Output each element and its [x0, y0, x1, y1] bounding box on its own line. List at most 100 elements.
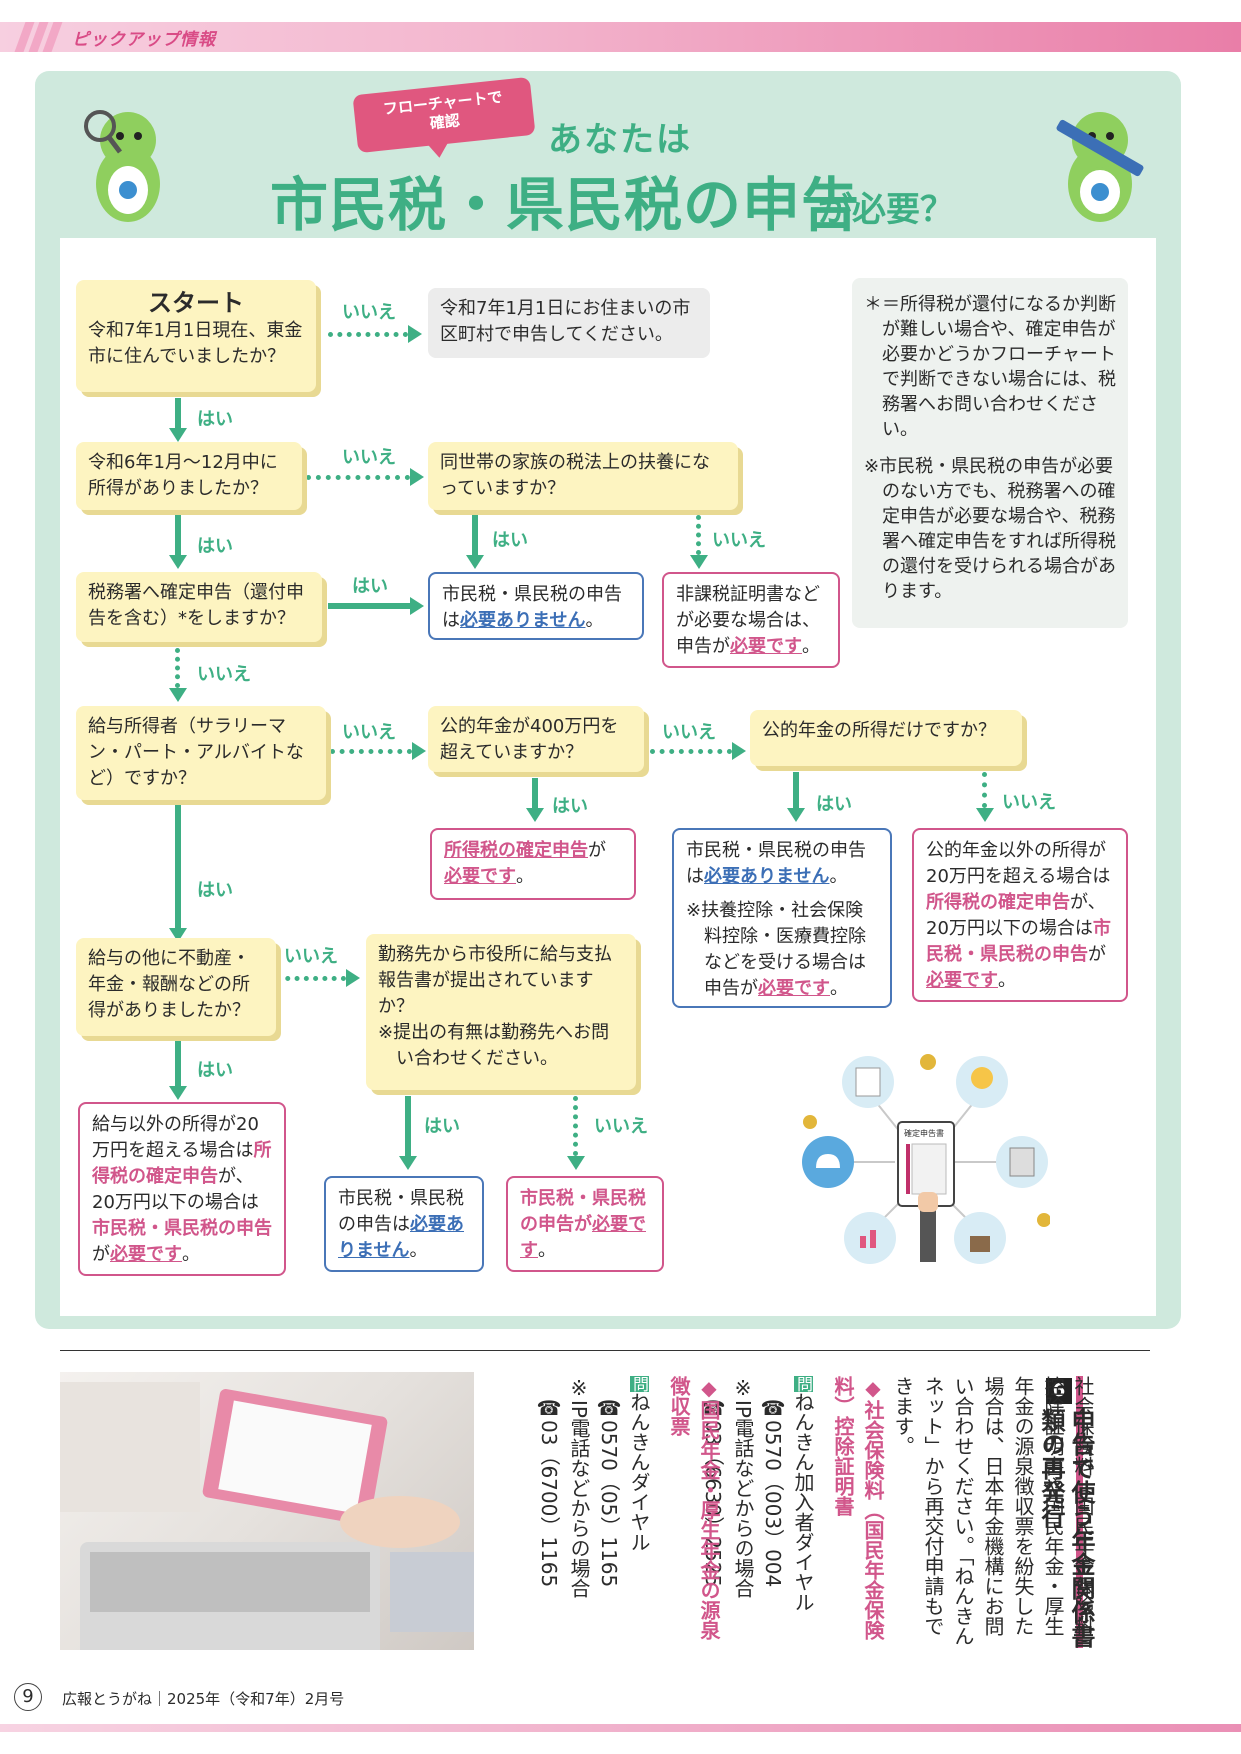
- period: 。: [538, 1240, 556, 1261]
- contact-name: ねんきんダイヤル: [627, 1392, 651, 1552]
- no-label: いいえ: [342, 443, 396, 469]
- needed-text: 必要です: [110, 1244, 182, 1265]
- yes-label: はい: [197, 405, 233, 431]
- ga: が: [588, 840, 606, 861]
- note-refund: ＊＝所得税が還付になるか判断が難しい場合や、確定申告が必要かどうかフローチャート…: [864, 292, 1116, 442]
- section-divider: [60, 1350, 1150, 1351]
- yes-label: はい: [424, 1112, 460, 1138]
- no-connector: [330, 749, 412, 754]
- period: 。: [585, 610, 603, 631]
- arrow-right-icon: [410, 597, 424, 615]
- yes-label: はい: [492, 526, 528, 552]
- result-nontax-certificate: 非課税証明書などが必要な場合は、申告が必要です。: [662, 572, 840, 668]
- item2-tel: ☎0570（05）1165: [594, 1396, 624, 1654]
- yes-connector: [175, 398, 181, 428]
- needed-text: 必要です: [758, 978, 830, 999]
- arrow-down-icon: [169, 428, 187, 442]
- item2-title: ◆国民年金・厚生年金の源泉徴収票: [664, 1376, 724, 1654]
- arrow-right-icon: [346, 969, 360, 987]
- ga: が: [92, 1244, 110, 1265]
- result-text: 公的年金以外の所得が20万円を超える場合は: [926, 840, 1110, 887]
- no-connector: [696, 515, 701, 555]
- flow-start-question: スタート 令和7年1月1日現在、東金市に住んでいましたか？: [76, 280, 316, 392]
- period: 。: [830, 978, 848, 999]
- no-connector: [573, 1096, 578, 1156]
- yes-connector: [175, 515, 181, 555]
- item2-ip-note: ※IP電話などからの場合: [564, 1376, 594, 1654]
- mascot-magnifier-icon: [80, 106, 168, 226]
- period: 。: [516, 866, 534, 887]
- tax-illustration-icon: 確定申告書: [800, 1052, 1050, 1278]
- arrow-right-icon: [408, 325, 422, 343]
- no-connector: [276, 976, 346, 981]
- footer-text: 広報とうがね｜2025年（令和7年）2月号: [62, 1688, 344, 1709]
- no-label: いいえ: [1002, 788, 1056, 814]
- arrow-down-icon: [526, 808, 544, 822]
- yes-label: はい: [552, 792, 588, 818]
- yes-connector: [793, 772, 799, 808]
- question-pension-only: 公的年金の所得だけですか？: [750, 710, 1022, 766]
- yes-label: はい: [197, 876, 233, 902]
- result-salary-other-income: 給与以外の所得が20万円を超える場合は所得税の確定申告が、20万円以下の場合は市…: [78, 1102, 286, 1276]
- no-label: いいえ: [197, 660, 251, 686]
- period: 。: [409, 1240, 427, 1261]
- arrow-down-icon: [567, 1156, 585, 1170]
- result-pension-other-income: 公的年金以外の所得が20万円を超える場合は所得税の確定申告が、20万円以下の場合…: [912, 828, 1128, 1002]
- yes-connector: [472, 515, 478, 555]
- arrow-down-icon: [466, 555, 484, 569]
- notes-box: ＊＝所得税が還付になるか判断が難しい場合や、確定申告が必要かどうかフローチャート…: [852, 278, 1128, 628]
- arrow-right-icon: [732, 742, 746, 760]
- yes-label: はい: [352, 572, 388, 598]
- yes-connector: [175, 800, 181, 928]
- question-other-income: 給与の他に不動産・年金・報酬などの所得がありましたか？: [76, 938, 276, 1036]
- yes-label: はい: [816, 790, 852, 816]
- no-label: いいえ: [712, 526, 766, 552]
- footer-band: [0, 1724, 1241, 1732]
- no-connector: [650, 749, 732, 754]
- no-label: いいえ: [662, 718, 716, 744]
- item1-ip-note: ※IP電話などからの場合: [728, 1376, 758, 1654]
- yes-label: はい: [197, 1056, 233, 1082]
- photo-calculator-icon: [60, 1372, 474, 1650]
- arrow-down-icon: [787, 808, 805, 822]
- result-text: 給与以外の所得が20万円を超える場合は: [92, 1114, 259, 1161]
- period: 。: [829, 866, 847, 887]
- question-income-2024: 令和6年1月～12月中に所得がありましたか？: [76, 442, 302, 510]
- item2-ip-tel: ☎03（6700）1165: [534, 1396, 564, 1654]
- arrow-down-icon: [169, 688, 187, 702]
- contact-name: ねんきん加入者ダイヤル: [791, 1392, 815, 1612]
- question-text: 勤務先から市役所に給与支払報告書が提出されていますか？: [378, 942, 624, 1020]
- question-employer-report: 勤務先から市役所に給与支払報告書が提出されていますか？ ※提出の有無は勤務先へお…: [366, 934, 636, 1090]
- arrow-down-icon: [399, 1156, 417, 1170]
- arrow-right-icon: [410, 468, 424, 486]
- note-tax-return: ※市民税・県民税の申告が必要のない方でも、税務署への確定申告が必要な場合や、税務…: [864, 454, 1116, 604]
- yes-connector: [405, 1096, 411, 1156]
- yes-connector: [532, 778, 538, 808]
- not-needed-text: 必要ありません: [704, 866, 829, 887]
- needed-text: 必要です: [926, 970, 998, 991]
- question-dependent: 同世帯の家族の税法上の扶養になっていますか？: [428, 442, 738, 510]
- page-number: 9: [14, 1683, 42, 1711]
- arrow-down-icon: [169, 1086, 187, 1100]
- result-not-needed: 市民税・県民税の申告は必要ありません。: [428, 572, 644, 640]
- result-employer-not-needed: 市民税・県民税の申告は必要ありません。: [324, 1176, 484, 1272]
- arrow-down-icon: [976, 808, 994, 822]
- no-connector: [328, 332, 408, 337]
- question-badge: 問: [794, 1376, 813, 1392]
- result-other-city: 令和7年1月1日にお住まいの市区町村で申告してください。: [428, 288, 710, 358]
- period: 。: [802, 636, 820, 657]
- doc-title-text: 確定申告書: [904, 1128, 944, 1138]
- not-needed-text: 必要ありません: [460, 610, 585, 631]
- result-pension-not-needed: 市民税・県民税の申告は必要ありません。 ※扶養控除・社会保険料控除・医療費控除な…: [672, 828, 892, 1008]
- section-label: ピックアップ情報: [72, 25, 216, 50]
- note-text: ※提出の有無は勤務先へお問い合わせください。: [378, 1020, 624, 1072]
- yes-label: はい: [197, 532, 233, 558]
- question-salary-earner: 給与所得者（サラリーマン・パート・アルバイトなど）ですか？: [76, 706, 326, 800]
- yes-connector: [175, 1040, 181, 1086]
- no-label: いいえ: [594, 1112, 648, 1138]
- page-title: 市民税・県民税の申告: [270, 158, 860, 242]
- result-employer-needed: 市民税・県民税の申告が必要です。: [506, 1176, 664, 1272]
- needed-text: 必要です: [444, 866, 516, 887]
- no-connector: [982, 772, 987, 808]
- accounting-photo: [60, 1372, 474, 1650]
